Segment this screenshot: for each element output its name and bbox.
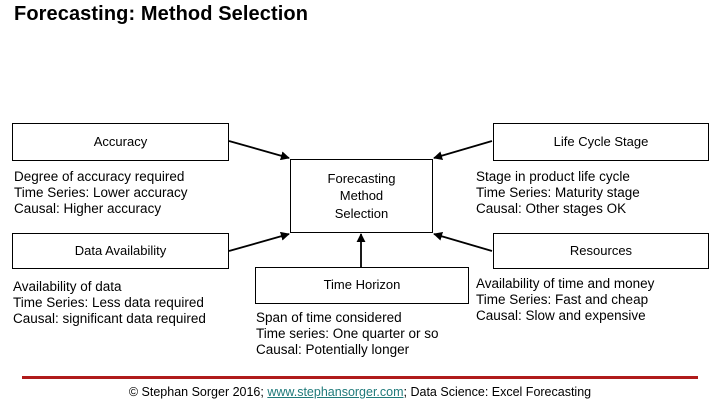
description-time-horizon-line-1: Span of time considered [256, 310, 402, 325]
node-title-data-availability: Data Availability [74, 242, 167, 258]
connector-resources-to-center [433, 231, 493, 252]
footer: © Stephan Sorger 2016; www.stephansorger… [0, 385, 720, 399]
connector-accuracy-to-center [228, 140, 290, 161]
description-data-availability-line-2: Time Series: Less data required [13, 295, 204, 311]
description-time-horizon: Span of time considered Time series: One… [256, 310, 439, 358]
description-life-cycle-stage: Stage in product life cycle Time Series:… [476, 169, 640, 217]
center-label-line-1: Forecasting [327, 170, 396, 186]
description-accuracy-line-1: Degree of accuracy required [14, 169, 185, 184]
description-data-availability: Availability of data Time Series: Less d… [13, 279, 206, 327]
description-accuracy-line-2: Time Series: Lower accuracy [14, 185, 188, 201]
description-resources-line-3: Causal: Slow and expensive [476, 308, 646, 324]
node-box-accuracy[interactable]: Accuracy [12, 123, 229, 161]
node-box-data-availability[interactable]: Data Availability [12, 233, 229, 269]
center-label-line-3: Selection [334, 205, 389, 221]
footer-website-link[interactable]: www.stephansorger.com [267, 385, 404, 399]
footer-divider [22, 376, 698, 379]
description-data-availability-line-3: Causal: significant data required [13, 311, 206, 327]
node-box-life-cycle-stage[interactable]: Life Cycle Stage [493, 123, 709, 161]
footer-copyright: © Stephan Sorger 2016; [128, 385, 268, 399]
description-accuracy-line-3: Causal: Higher accuracy [14, 201, 162, 217]
node-box-forecasting-method-selection[interactable]: Forecasting Method Selection [290, 159, 433, 233]
connector-dataavailability-to-center [228, 231, 290, 252]
node-title-accuracy: Accuracy [93, 133, 148, 149]
node-title-life-cycle-stage: Life Cycle Stage [553, 133, 649, 149]
node-box-time-horizon[interactable]: Time Horizon [255, 267, 469, 304]
description-data-availability-line-1: Availability of data [13, 279, 122, 294]
description-resources-line-2: Time Series: Fast and cheap [476, 292, 649, 308]
description-time-horizon-line-2: Time series: One quarter or so [256, 326, 439, 342]
description-resources-line-1: Availability of time and money [476, 276, 655, 291]
center-label-line-2: Method [339, 188, 384, 204]
node-box-resources[interactable]: Resources [493, 233, 709, 269]
node-title-resources: Resources [569, 242, 633, 258]
description-accuracy: Degree of accuracy required Time Series:… [14, 169, 188, 217]
page-title: Forecasting: Method Selection [14, 3, 309, 25]
description-life-cycle-stage-line-1: Stage in product life cycle [476, 169, 630, 184]
footer-suffix: ; Data Science: Excel Forecasting [403, 385, 592, 399]
connector-lifecycle-to-center [433, 140, 493, 161]
description-time-horizon-line-3: Causal: Potentially longer [256, 342, 410, 358]
node-title-time-horizon: Time Horizon [323, 277, 401, 293]
description-life-cycle-stage-line-3: Causal: Other stages OK [476, 201, 627, 217]
description-life-cycle-stage-line-2: Time Series: Maturity stage [476, 185, 640, 201]
description-resources: Availability of time and money Time Seri… [476, 276, 654, 324]
